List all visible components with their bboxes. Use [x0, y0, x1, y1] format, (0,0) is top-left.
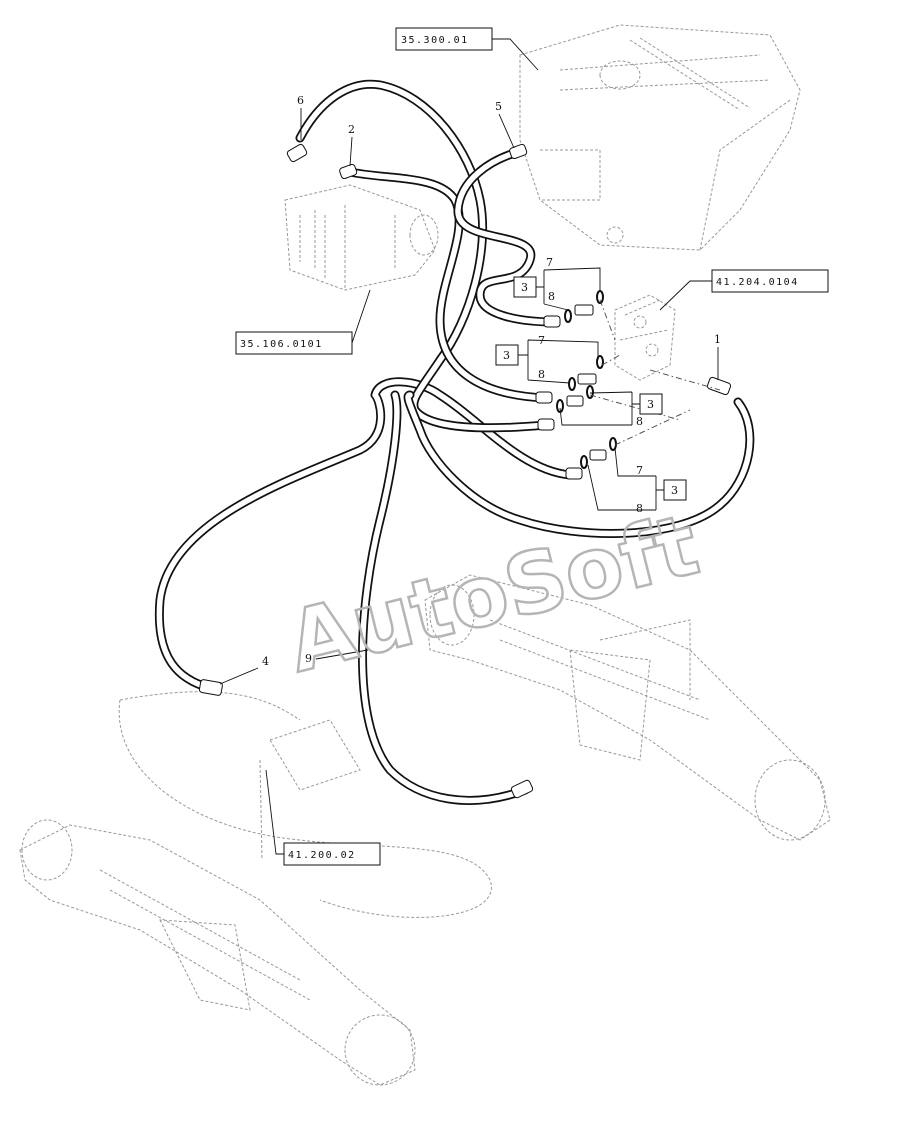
steering-valve — [614, 294, 676, 381]
adapters-and-o-rings — [556, 290, 617, 469]
reference-41-200-02: 41.200.02 — [265, 769, 381, 866]
callout-5: 5 — [495, 100, 515, 149]
kit-box-c: 3 8 — [559, 391, 663, 428]
hose-1 — [403, 390, 755, 538]
callout-8: 8 — [636, 502, 643, 515]
hose-2 — [345, 167, 550, 403]
front-axle — [424, 574, 831, 841]
callout-2: 2 — [348, 123, 355, 167]
callout-7: 7 — [636, 464, 643, 477]
kit-label: 3 — [521, 281, 528, 294]
callout-8: 8 — [548, 290, 555, 303]
reference-35-300-01: 35.300.01 — [395, 27, 539, 71]
hydraulic-tank — [519, 24, 801, 251]
hydraulic-pump — [284, 184, 439, 291]
svg-text:2: 2 — [348, 123, 355, 136]
rear-axle — [19, 691, 492, 1086]
hose-6 — [295, 79, 550, 433]
callout-8: 8 — [636, 415, 643, 428]
callout-7: 7 — [538, 334, 545, 347]
centre-lines — [589, 299, 721, 446]
kit-box-b: 3 7 8 — [495, 334, 599, 384]
kit-label: 3 — [503, 349, 510, 362]
kit-box-d: 3 7 8 — [587, 447, 687, 515]
reference-label: 41.204.0104 — [716, 277, 799, 288]
callout-9: 9 — [305, 649, 369, 665]
kit-box-a: 3 7 8 — [513, 256, 601, 311]
callout-8: 8 — [538, 368, 545, 381]
hose-9 — [358, 390, 530, 805]
reference-35-106-0101: 35.106.0101 — [235, 289, 371, 355]
reference-label: 41.200.02 — [288, 850, 356, 861]
svg-text:1: 1 — [714, 333, 721, 346]
kit-label: 3 — [647, 398, 654, 411]
svg-text:6: 6 — [297, 94, 304, 107]
svg-text:9: 9 — [305, 652, 312, 665]
reference-label: 35.106.0101 — [240, 339, 323, 350]
hose-4 — [154, 377, 575, 693]
reference-41-204-0104: 41.204.0104 — [659, 269, 829, 311]
kit-label: 3 — [671, 484, 678, 497]
hose-fittings — [198, 143, 732, 799]
svg-text:5: 5 — [495, 100, 502, 113]
callout-4: 4 — [219, 655, 269, 685]
callout-7: 7 — [546, 256, 553, 269]
callout-1: 1 — [714, 333, 721, 380]
svg-text:4: 4 — [262, 655, 269, 668]
reference-label: 35.300.01 — [401, 35, 469, 46]
hose-5 — [453, 147, 560, 327]
callout-6: 6 — [297, 94, 304, 140]
watermark: AutoSoft — [279, 495, 708, 691]
